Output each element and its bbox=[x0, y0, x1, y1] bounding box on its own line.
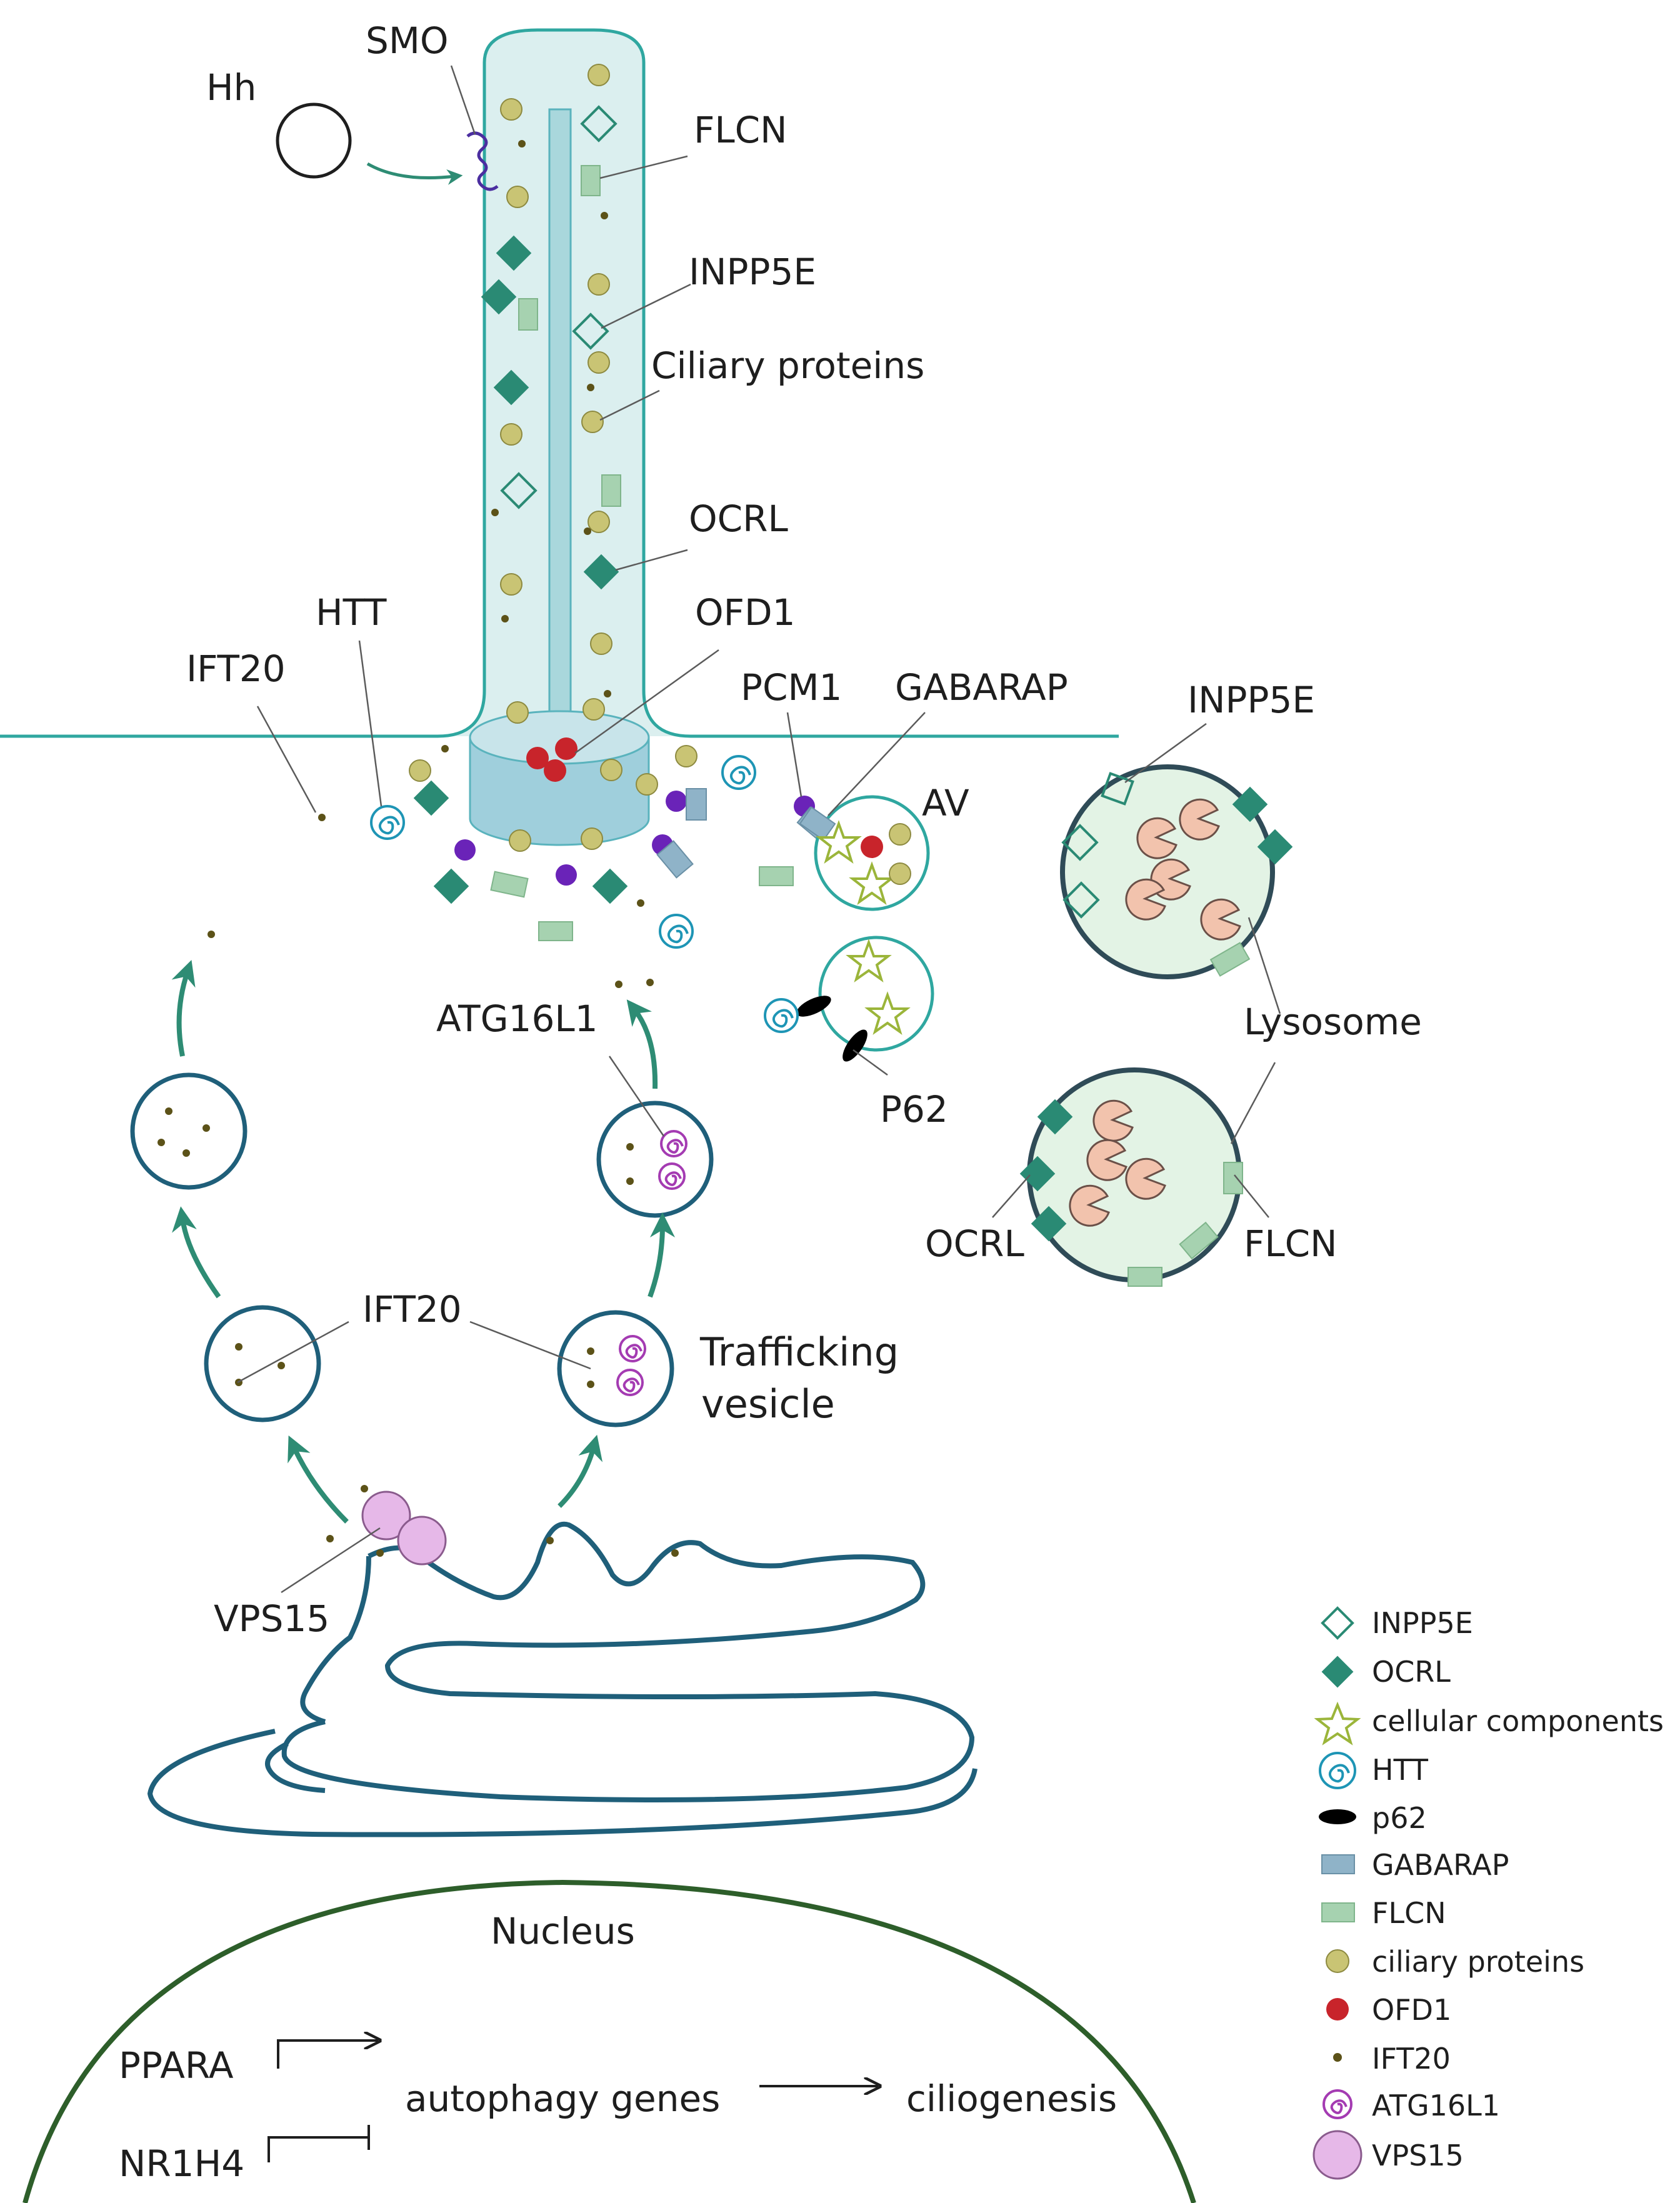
label-htt: HTT bbox=[316, 591, 387, 634]
legend-label: GABARAP bbox=[1372, 1848, 1509, 1882]
label-autophagy-genes: autophagy genes bbox=[405, 2077, 720, 2120]
label-lysosome: Lysosome bbox=[1244, 1001, 1422, 1043]
cilium-ift20-dots bbox=[491, 140, 611, 697]
star-icon bbox=[1314, 1701, 1361, 1746]
label-ocrl-lyso: OCRL bbox=[925, 1222, 1024, 1265]
red-dot-icon bbox=[1326, 1998, 1349, 2021]
small-dot-icon bbox=[1333, 2053, 1342, 2062]
hh-arrow bbox=[366, 162, 463, 185]
legend-label: FLCN bbox=[1372, 1896, 1446, 1930]
legend-item: cellular components bbox=[1314, 1701, 1664, 1746]
label-hh: Hh bbox=[206, 66, 256, 109]
spiral-icon bbox=[1319, 1752, 1356, 1789]
legend: INPP5E OCRL cellular components HTT p62 … bbox=[1312, 1606, 1664, 2180]
label-vps15: VPS15 bbox=[214, 1597, 329, 1640]
cyto-ift20-dots bbox=[208, 745, 654, 988]
legend-item: OCRL bbox=[1321, 1655, 1451, 1689]
legend-label: cellular components bbox=[1372, 1704, 1664, 1738]
label-ocrl-top: OCRL bbox=[689, 497, 788, 540]
legend-item: OFD1 bbox=[1326, 1993, 1451, 2027]
autophagic-vesicle bbox=[799, 795, 930, 911]
legend-label: INPP5E bbox=[1372, 1606, 1473, 1640]
label-flcn-lyso: FLCN bbox=[1244, 1222, 1338, 1265]
lysosome-bottom bbox=[1019, 1067, 1243, 1287]
label-ciliogenesis: ciliogenesis bbox=[906, 2077, 1117, 2120]
vps15-complex bbox=[361, 1491, 447, 1566]
hollow-diamond-icon bbox=[1321, 1606, 1354, 1640]
label-nucleus: Nucleus bbox=[491, 1910, 635, 1952]
legend-item: GABARAP bbox=[1321, 1848, 1509, 1882]
label-flcn-top: FLCN bbox=[694, 109, 788, 151]
label-ift20-mid: IFT20 bbox=[362, 1288, 462, 1331]
cyto-ciliary-dots bbox=[409, 745, 698, 852]
legend-item: FLCN bbox=[1321, 1896, 1446, 1930]
legend-item: HTT bbox=[1319, 1752, 1429, 1789]
legend-item: IFT20 bbox=[1333, 2042, 1451, 2076]
label-inpp5e-lyso: INPP5E bbox=[1188, 679, 1315, 721]
yellow-dot-icon bbox=[1326, 1949, 1349, 1973]
label-ift20-top: IFT20 bbox=[186, 647, 286, 690]
label-vesicle: vesicle bbox=[701, 1381, 835, 1427]
legend-item: VPS15 bbox=[1312, 2130, 1464, 2180]
ellipse-icon bbox=[1319, 1809, 1356, 1824]
label-p62: P62 bbox=[880, 1088, 948, 1131]
legend-label: OCRL bbox=[1372, 1655, 1451, 1689]
legend-label: ATG16L1 bbox=[1372, 2089, 1500, 2122]
label-smo: SMO bbox=[366, 19, 449, 62]
legend-item: p62 bbox=[1319, 1801, 1427, 1835]
label-pcm1: PCM1 bbox=[741, 666, 842, 709]
pink-circle-icon bbox=[1312, 2130, 1362, 2180]
label-trafficking: Trafficking bbox=[699, 1329, 899, 1375]
leader-lines bbox=[237, 65, 1281, 1594]
nr1h4-inhibition-arrow bbox=[268, 2125, 370, 2162]
label-ppara: PPARA bbox=[119, 2044, 234, 2087]
legend-item: ATG16L1 bbox=[1322, 2089, 1500, 2122]
trafficking-arrows bbox=[171, 960, 675, 1524]
label-atg16l1: ATG16L1 bbox=[436, 997, 598, 1040]
cilium-inpp5e-diamonds bbox=[500, 105, 618, 509]
filled-diamond-icon bbox=[1321, 1656, 1354, 1688]
label-ciliary-proteins: Ciliary proteins bbox=[651, 344, 924, 387]
golgi-ift20-dots bbox=[326, 1485, 679, 1557]
axoneme bbox=[548, 108, 572, 726]
smo-receptor bbox=[466, 131, 499, 191]
label-av: AV bbox=[922, 782, 969, 824]
legend-label: ciliary proteins bbox=[1372, 1945, 1584, 1979]
cilium-contents bbox=[500, 64, 612, 724]
legend-item: ciliary proteins bbox=[1326, 1945, 1584, 1979]
cilium-flcn-rects bbox=[518, 165, 621, 507]
green-rect-icon bbox=[1321, 1902, 1355, 1922]
legend-label: p62 bbox=[1372, 1801, 1427, 1835]
legend-label: IFT20 bbox=[1372, 2042, 1451, 2076]
label-gabarap: GABARAP bbox=[895, 666, 1068, 709]
legend-label: HTT bbox=[1372, 1753, 1429, 1787]
basal-ofd1 bbox=[526, 737, 578, 782]
vesicle-right-top bbox=[596, 1101, 714, 1218]
label-ofd1: OFD1 bbox=[695, 591, 796, 634]
vesicle-left-top bbox=[130, 1072, 248, 1190]
purple-spiral-icon bbox=[1322, 2089, 1352, 2119]
cyto-flcn-rects bbox=[490, 866, 794, 941]
hh-ligand bbox=[276, 102, 352, 179]
legend-label: VPS15 bbox=[1372, 2139, 1464, 2172]
label-nr1h4: NR1H4 bbox=[119, 2142, 244, 2185]
label-inpp5e-top: INPP5E bbox=[689, 251, 816, 293]
ppara-promoter-arrow bbox=[277, 2041, 378, 2069]
nucleus-envelope bbox=[22, 1879, 1196, 2203]
p62-vesicle bbox=[764, 936, 934, 1062]
legend-item: INPP5E bbox=[1321, 1606, 1473, 1640]
vesicle-left-bottom bbox=[204, 1305, 321, 1422]
blue-rect-icon bbox=[1321, 1854, 1355, 1874]
cyto-htt-spirals bbox=[370, 755, 756, 949]
lysosome-top bbox=[1060, 764, 1293, 979]
vesicle-right-bottom bbox=[557, 1310, 674, 1427]
legend-label: OFD1 bbox=[1372, 1993, 1451, 2027]
cyto-ocrl-diamonds bbox=[413, 780, 628, 904]
golgi-apparatus bbox=[147, 1521, 978, 1837]
